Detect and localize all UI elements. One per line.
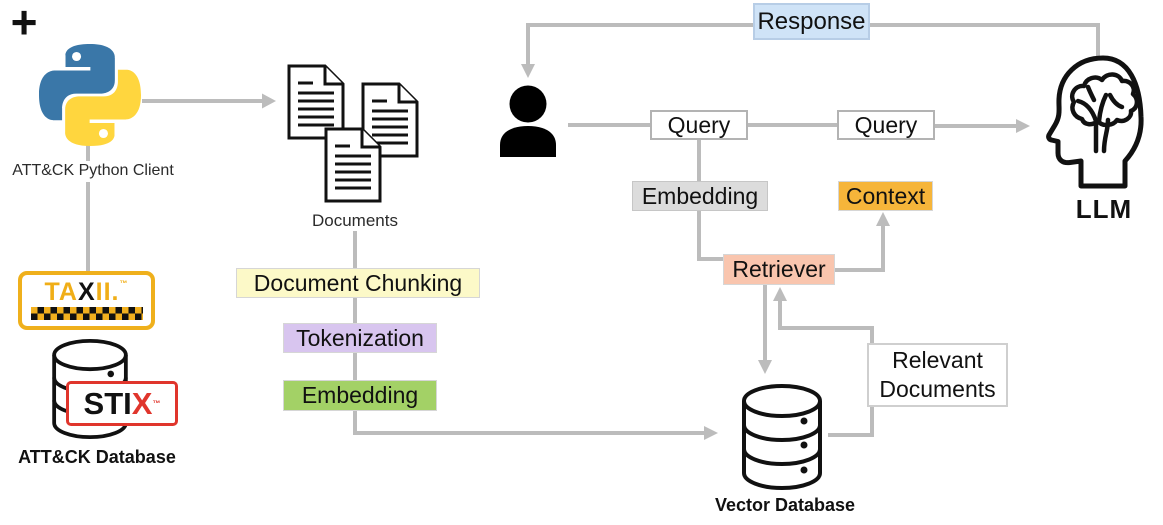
tokenization-step: Tokenization (283, 323, 437, 353)
retriever-step: Retriever (723, 254, 835, 285)
relevant-documents-box: Relevant Documents (867, 343, 1008, 407)
taxii-wordmark: TAXII.™ (44, 277, 129, 306)
taxi-checker-stripe (30, 306, 143, 320)
context-label: Context (838, 181, 933, 211)
arrowhead-up-icon (773, 287, 787, 301)
taxii-logo: TAXII.™ (18, 271, 155, 330)
user-person-icon (500, 85, 556, 157)
relevant-documents-line2: Documents (879, 376, 996, 402)
query-box-right: Query (837, 110, 935, 140)
document-icon (324, 127, 382, 203)
arrowhead-right-icon (704, 426, 718, 440)
vector-database-icon (742, 384, 822, 490)
arrowhead-down-icon (758, 360, 772, 374)
llm-brain-head-icon (1046, 55, 1144, 189)
document-icon (361, 82, 419, 158)
response-label: Response (753, 3, 870, 40)
query-embedding-step: Embedding (632, 181, 768, 211)
vector-database-caption: Vector Database (714, 495, 856, 515)
python-logo-icon (39, 44, 141, 146)
embedding-step: Embedding (283, 380, 437, 411)
line-vectordb-to-retriever (778, 301, 874, 437)
plus-sign: + (10, 0, 38, 48)
python-client-caption: ATT&CK Python Client (10, 161, 176, 182)
arrowhead-down-icon (521, 64, 535, 78)
arrow-retriever-to-context (835, 226, 885, 272)
query-box-left: Query (650, 110, 748, 140)
arrowhead-up-icon (876, 212, 890, 226)
document-chunking-step: Document Chunking (236, 268, 480, 298)
arrowhead-right-icon (1016, 119, 1030, 133)
llm-caption: LLM (1075, 194, 1133, 224)
arrowhead-right-icon (262, 93, 276, 109)
documents-icon (283, 60, 423, 206)
attack-database-caption: ATT&CK Database (18, 447, 176, 467)
line-embedding-to-retriever (697, 211, 723, 261)
documents-caption: Documents (295, 211, 415, 231)
document-icon (287, 64, 345, 140)
relevant-documents-line1: Relevant (892, 347, 983, 374)
